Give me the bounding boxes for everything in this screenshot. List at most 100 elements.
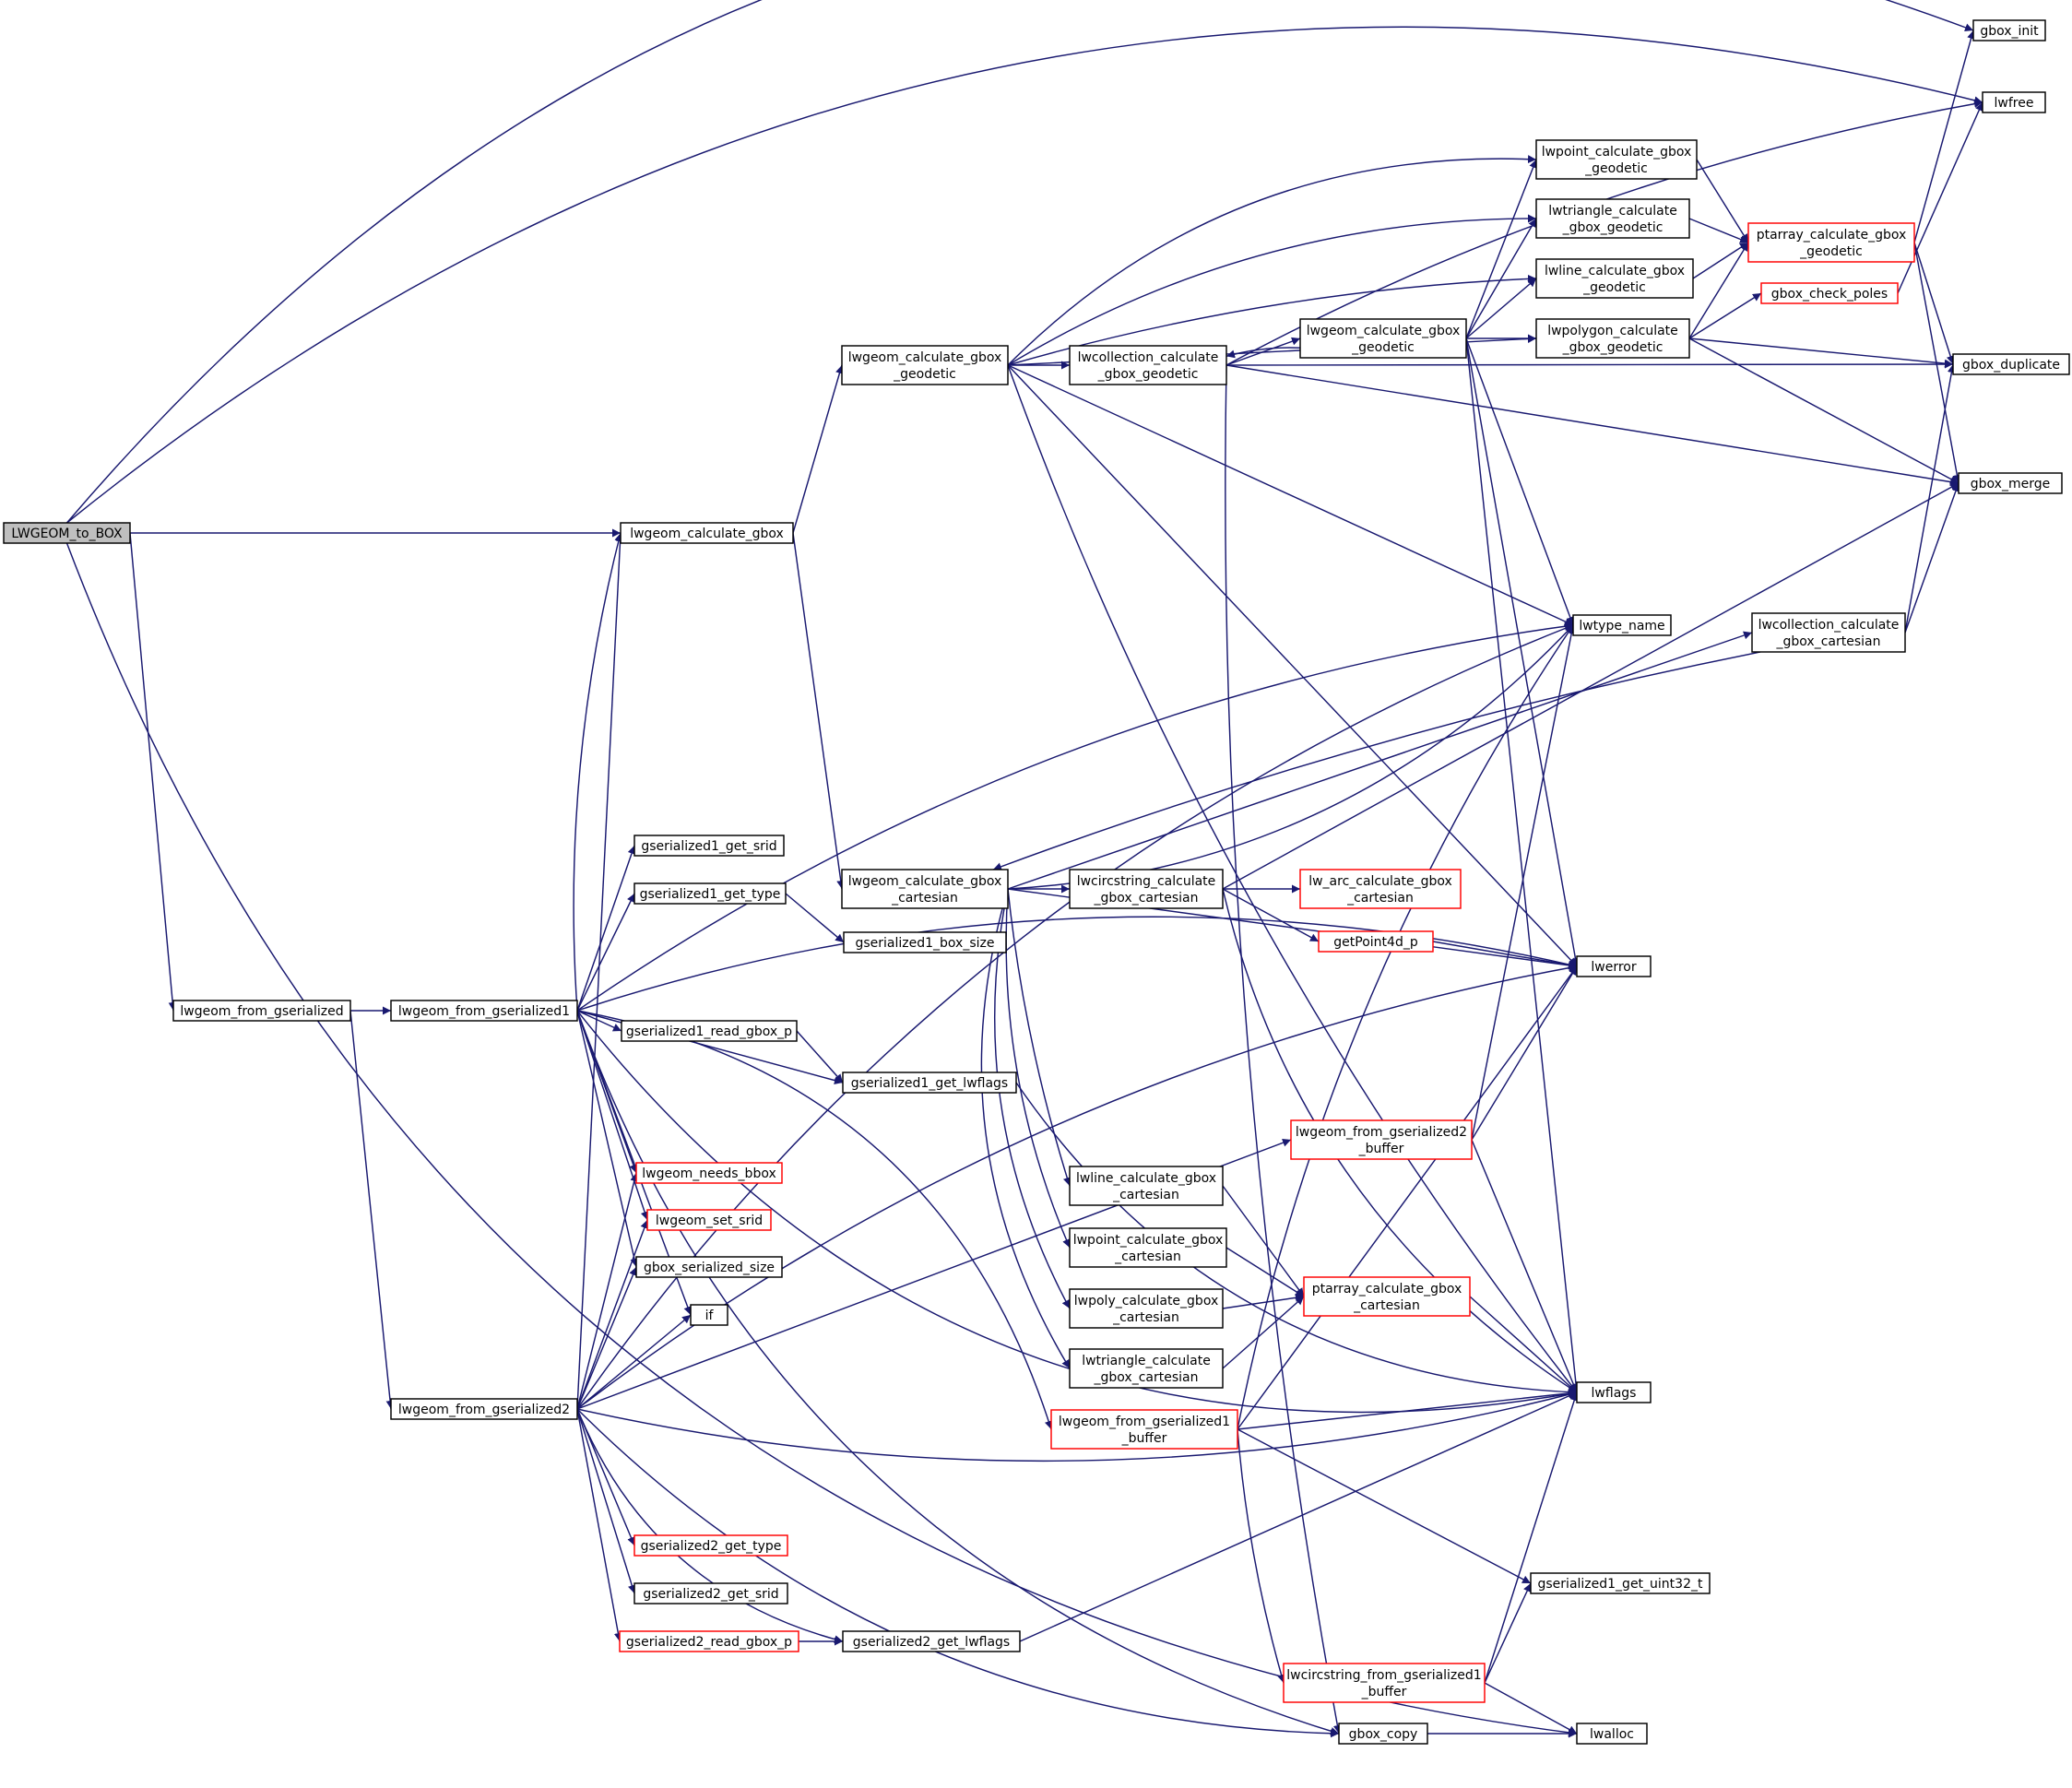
node-lwtriangle-calculate-gbox-cartesian[interactable]: lwtriangle_calculate_gbox_cartesian — [1069, 1348, 1224, 1389]
node-box[interactable] — [1283, 1663, 1486, 1703]
node-box[interactable] — [633, 1534, 788, 1557]
node-box[interactable] — [1050, 1409, 1238, 1450]
node-gserialized1-get-type[interactable]: gserialized1_get_type — [633, 882, 787, 905]
node-box[interactable] — [1530, 1572, 1711, 1594]
node-lwgeom-from-gserialized2-buffer[interactable]: lwgeom_from_gserialized2_buffer — [1290, 1119, 1473, 1160]
node-lw-arc-calculate-gbox-cartesian[interactable]: lw_arc_calculate_gbox_cartesian — [1299, 869, 1462, 909]
node-box[interactable] — [390, 1398, 578, 1420]
node-box[interactable] — [841, 345, 1009, 385]
node-box[interactable] — [1747, 222, 1915, 263]
node-box[interactable] — [842, 1072, 1017, 1094]
node-lwcollection-calculate-gbox-geodetic[interactable]: lwcollection_calculate_gbox_geodetic — [1069, 345, 1227, 385]
node-box[interactable] — [1576, 955, 1652, 977]
node-box[interactable] — [1069, 1348, 1224, 1389]
node-box[interactable] — [1751, 612, 1906, 653]
node-box[interactable] — [1576, 1381, 1652, 1403]
node-box[interactable] — [3, 522, 131, 544]
node-box[interactable] — [633, 1582, 788, 1604]
node-box[interactable] — [1760, 282, 1899, 304]
node-box[interactable] — [620, 522, 794, 544]
node-gbox-merge[interactable]: gbox_merge — [1958, 472, 2063, 494]
node-box[interactable] — [1299, 318, 1467, 359]
node-lwgeom-from-gserialized1-buffer[interactable]: lwgeom_from_gserialized1_buffer — [1050, 1409, 1238, 1450]
node-lwtype-name[interactable]: lwtype_name — [1572, 614, 1672, 636]
node-box[interactable] — [172, 1000, 351, 1022]
node-lwpoint-calculate-gbox-geodetic[interactable]: lwpoint_calculate_gbox_geodetic — [1535, 139, 1698, 180]
node-lwcollection-calculate-gbox-cartesian[interactable]: lwcollection_calculate_gbox_cartesian — [1751, 612, 1906, 653]
node-box[interactable] — [1535, 198, 1690, 239]
node-box[interactable] — [390, 1000, 578, 1022]
node-gbox-copy[interactable]: gbox_copy — [1338, 1723, 1428, 1745]
node-lwgeom-needs-bbox[interactable]: lwgeom_needs_bbox — [635, 1162, 783, 1184]
node-gbox-serialized-size[interactable]: gbox_serialized_size — [635, 1256, 783, 1278]
node-box[interactable] — [619, 1630, 799, 1652]
node-box[interactable] — [1338, 1723, 1428, 1745]
node-lwgeom-calculate-gbox-cartesian[interactable]: lwgeom_calculate_gbox_cartesian — [841, 869, 1009, 909]
node-box[interactable] — [633, 882, 787, 905]
node-lwgeom-from-gserialized[interactable]: lwgeom_from_gserialized — [172, 1000, 351, 1022]
node-box[interactable] — [635, 1162, 783, 1184]
node-if[interactable]: if — [690, 1304, 728, 1326]
node-box[interactable] — [1318, 930, 1434, 953]
node-box[interactable] — [633, 835, 785, 857]
node-gbox-check-poles[interactable]: gbox_check_poles — [1760, 282, 1899, 304]
node-gserialized2-read-gbox-p[interactable]: gserialized2_read_gbox_p — [619, 1630, 799, 1652]
node-gbox-init[interactable]: gbox_init — [1972, 19, 2046, 41]
node-lwalloc[interactable]: lwalloc — [1576, 1723, 1648, 1745]
node-box[interactable] — [1572, 614, 1672, 636]
node-box[interactable] — [1972, 19, 2046, 41]
node-gserialized2-get-lwflags[interactable]: gserialized2_get_lwflags — [842, 1630, 1021, 1652]
node-lwgeom-calculate-gbox-geodetic[interactable]: lwgeom_calculate_gbox_geodetic — [841, 345, 1009, 385]
node-gserialized1-read-gbox-p[interactable]: gserialized1_read_gbox_p — [621, 1020, 798, 1042]
node-ptarray-calculate-gbox-geodetic[interactable]: ptarray_calculate_gbox_geodetic — [1747, 222, 1915, 263]
node-lwgeom-from-gserialized2[interactable]: lwgeom_from_gserialized2 — [390, 1398, 578, 1420]
node-box[interactable] — [843, 931, 1007, 953]
node-box[interactable] — [1535, 258, 1694, 299]
node-ptarray-calculate-gbox-cartesian[interactable]: ptarray_calculate_gbox_cartesian — [1303, 1276, 1471, 1317]
node-lwline-calculate-gbox-geodetic[interactable]: lwline_calculate_gbox_geodetic — [1535, 258, 1694, 299]
node-box[interactable] — [646, 1209, 772, 1231]
node-lwcircstring-calculate-gbox-cartesian[interactable]: lwcircstring_calculate_gbox_cartesian — [1069, 869, 1224, 909]
node-lwtriangle-calculate-gbox-geodetic[interactable]: lwtriangle_calculate_gbox_geodetic — [1535, 198, 1690, 239]
node-box[interactable] — [635, 1256, 783, 1278]
node-gserialized2-get-type[interactable]: gserialized2_get_type — [633, 1534, 788, 1557]
node-box[interactable] — [1303, 1276, 1471, 1317]
node-lwgeom-calculate-gbox[interactable]: lwgeom_calculate_gbox — [620, 522, 794, 544]
node-gserialized1-box-size[interactable]: gserialized1_box_size — [843, 931, 1007, 953]
node-box[interactable] — [1069, 1288, 1224, 1329]
node-gserialized1-get-lwflags[interactable]: gserialized1_get_lwflags — [842, 1072, 1017, 1094]
node-box[interactable] — [1958, 472, 2063, 494]
node-lwpolygon-calculate-gbox-geodetic[interactable]: lwpolygon_calculate_gbox_geodetic — [1535, 318, 1690, 359]
node-getpoint4d-p[interactable]: getPoint4d_p — [1318, 930, 1434, 953]
node-lwfree[interactable]: lwfree — [1982, 91, 2046, 113]
node-lwerror[interactable]: lwerror — [1576, 955, 1652, 977]
node-box[interactable] — [1982, 91, 2046, 113]
node-lwcircstring-from-gserialized1-buffer[interactable]: lwcircstring_from_gserialized1_buffer — [1283, 1663, 1486, 1703]
node-lwline-calculate-gbox-cartesian[interactable]: lwline_calculate_gbox_cartesian — [1069, 1166, 1224, 1206]
node-lwpoint-calculate-gbox-cartesian[interactable]: lwpoint_calculate_gbox_cartesian — [1069, 1227, 1227, 1268]
node-box[interactable] — [690, 1304, 728, 1326]
node-box[interactable] — [1535, 318, 1690, 359]
node-gserialized1-get-uint32-t[interactable]: gserialized1_get_uint32_t — [1530, 1572, 1711, 1594]
node-box[interactable] — [621, 1020, 798, 1042]
node-box[interactable] — [841, 869, 1009, 909]
node-box[interactable] — [1952, 353, 2070, 375]
node-lwgeom-calculate-gbox-geodetic2[interactable]: lwgeom_calculate_gbox_geodetic — [1299, 318, 1467, 359]
node-gbox-duplicate[interactable]: gbox_duplicate — [1952, 353, 2070, 375]
node-box[interactable] — [1299, 869, 1462, 909]
node-lwgeom-set-srid[interactable]: lwgeom_set_srid — [646, 1209, 772, 1231]
node-box[interactable] — [1069, 345, 1227, 385]
node-box[interactable] — [842, 1630, 1021, 1652]
node-lwgeom-from-gserialized1[interactable]: lwgeom_from_gserialized1 — [390, 1000, 578, 1022]
node-box[interactable] — [1576, 1723, 1648, 1745]
node-box[interactable] — [1069, 1227, 1227, 1268]
node-gserialized2-get-srid[interactable]: gserialized2_get_srid — [633, 1582, 788, 1604]
node-lwgeom-to-box[interactable]: LWGEOM_to_BOX — [3, 522, 131, 544]
node-lwflags[interactable]: lwflags — [1576, 1381, 1652, 1403]
node-lwpoly-calculate-gbox-cartesian[interactable]: lwpoly_calculate_gbox_cartesian — [1069, 1288, 1224, 1329]
node-gserialized1-get-srid[interactable]: gserialized1_get_srid — [633, 835, 785, 857]
node-box[interactable] — [1535, 139, 1698, 180]
node-box[interactable] — [1069, 869, 1224, 909]
node-box[interactable] — [1069, 1166, 1224, 1206]
node-box[interactable] — [1290, 1119, 1473, 1160]
